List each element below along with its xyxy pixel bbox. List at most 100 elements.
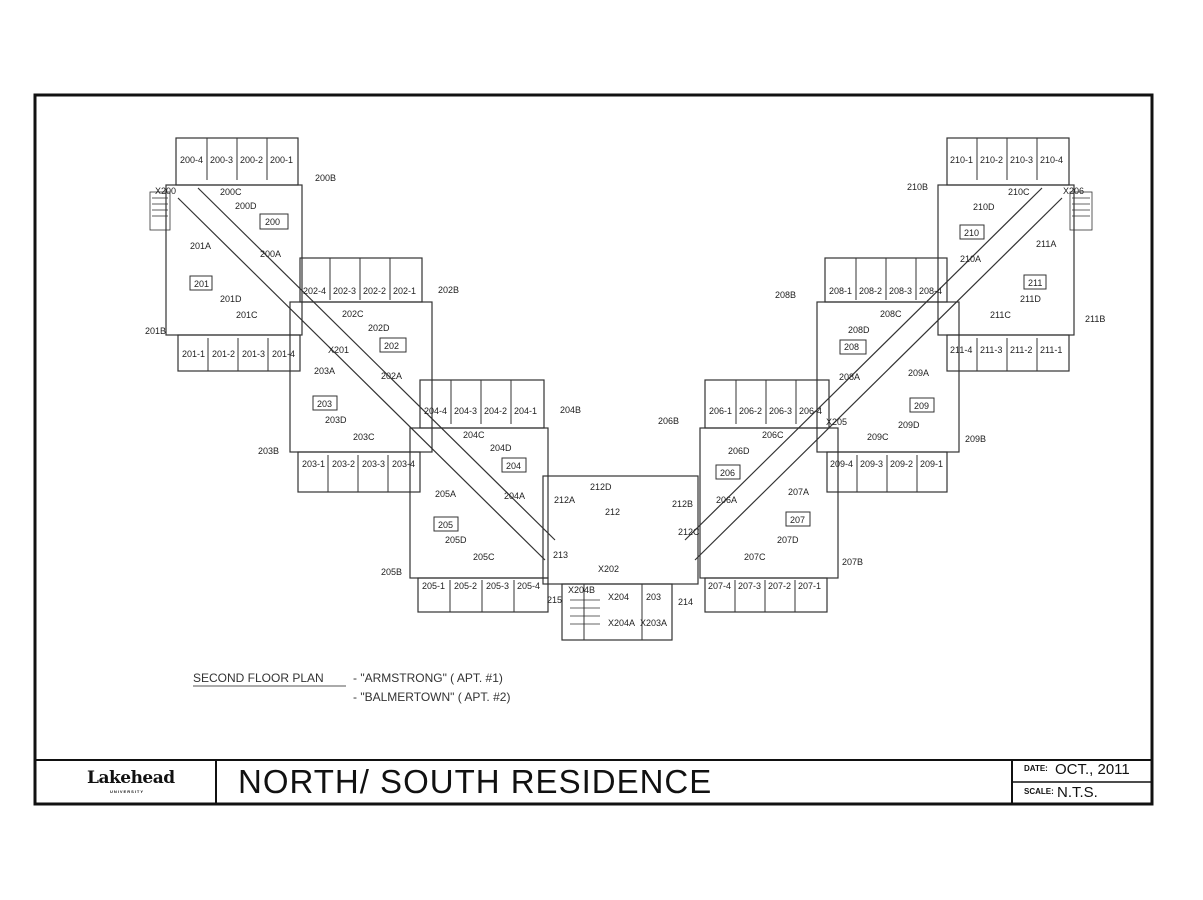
block-206 [704, 379, 830, 429]
label-204-1: 204-1 [514, 406, 537, 416]
label-210-3: 210-3 [1010, 155, 1033, 165]
label-207B: 207B [842, 557, 863, 567]
label-202-3: 202-3 [333, 286, 356, 296]
label-206-2: 206-2 [739, 406, 762, 416]
label-201B: 201B [145, 326, 166, 336]
label-200: 200 [265, 217, 280, 227]
legend-line-1: - "ARMSTRONG" ( APT. #1) [353, 671, 503, 685]
label-201D: 201D [220, 294, 242, 304]
label-211: 211 [1028, 278, 1042, 288]
label-206: 206 [720, 468, 735, 478]
label-209-1: 209-1 [920, 459, 943, 469]
label-203-center: 203 [646, 592, 661, 602]
label-210B: 210B [907, 182, 928, 192]
label-209D: 209D [898, 420, 920, 430]
block-207-units [704, 577, 828, 613]
label-203-2: 203-2 [332, 459, 355, 469]
label-201: 201 [194, 279, 209, 289]
label-212: 212 [605, 507, 620, 517]
label-209C: 209C [867, 432, 889, 442]
label-210-4: 210-4 [1040, 155, 1063, 165]
label-X204A: X204A [608, 618, 635, 628]
label-207A: 207A [788, 487, 809, 497]
label-212C: 212C [678, 527, 700, 537]
label-207C: 207C [744, 552, 766, 562]
stair-center [570, 599, 600, 625]
label-200C: 200C [220, 187, 242, 197]
label-209B: 209B [965, 434, 986, 444]
label-200-2: 200-2 [240, 155, 263, 165]
label-208-2: 208-2 [859, 286, 882, 296]
label-204B: 204B [560, 405, 581, 415]
label-200-4: 200-4 [180, 155, 203, 165]
label-203A: 203A [314, 366, 335, 376]
label-202-2: 202-2 [363, 286, 386, 296]
block-202-203 [289, 301, 433, 453]
label-201-3: 201-3 [242, 349, 265, 359]
stair-right [1069, 191, 1093, 231]
label-202A: 202A [381, 371, 402, 381]
label-X204: X204 [608, 592, 629, 602]
label-204A: 204A [504, 491, 525, 501]
label-205-4: 205-4 [517, 581, 540, 591]
label-206-3: 206-3 [769, 406, 792, 416]
label-205-1: 205-1 [422, 581, 445, 591]
label-209: 209 [914, 401, 929, 411]
label-215: 215 [547, 595, 562, 605]
label-X200: X200 [155, 186, 176, 196]
label-201-4: 201-4 [272, 349, 295, 359]
label-X202: X202 [598, 564, 619, 574]
label-201-1: 201-1 [182, 349, 205, 359]
drawing-title: NORTH/ SOUTH RESIDENCE [238, 763, 713, 800]
label-211C: 211C [990, 310, 1011, 320]
label-200A: 200A [260, 249, 281, 259]
label-205: 205 [438, 520, 453, 530]
date-key: DATE: [1024, 764, 1048, 773]
block-204 [419, 379, 545, 429]
label-206B: 206B [658, 416, 679, 426]
label-X201: X201 [328, 345, 349, 355]
label-211-1: 211-1 [1040, 345, 1062, 355]
block-212 [542, 475, 699, 585]
block-201-units [177, 334, 301, 372]
label-208: 208 [844, 342, 859, 352]
label-212D: 212D [590, 482, 612, 492]
label-211-2: 211-2 [1010, 345, 1032, 355]
label-208-1: 208-1 [829, 286, 852, 296]
label-204: 204 [506, 461, 521, 471]
label-209A: 209A [908, 368, 929, 378]
label-210-2: 210-2 [980, 155, 1003, 165]
legend-line-2: - "BALMERTOWN" ( APT. #2) [353, 690, 511, 704]
label-200-3: 200-3 [210, 155, 233, 165]
label-203D: 203D [325, 415, 347, 425]
label-210D: 210D [973, 202, 995, 212]
block-200-201 [165, 184, 303, 336]
label-213: 213 [553, 550, 568, 560]
label-210C: 210C [1008, 187, 1030, 197]
label-210A: 210A [960, 254, 981, 264]
label-204-3: 204-3 [454, 406, 477, 416]
label-206D: 206D [728, 446, 750, 456]
legend-heading: SECOND FLOOR PLAN [193, 671, 324, 685]
scale-value: N.T.S. [1057, 784, 1098, 801]
floor-plan [149, 137, 1093, 641]
label-203-1: 203-1 [302, 459, 325, 469]
unit-dividers [206, 138, 1038, 640]
label-211A: 211A [1036, 239, 1056, 249]
label-205-2: 205-2 [454, 581, 477, 591]
label-205B: 205B [381, 567, 402, 577]
label-206A: 206A [716, 495, 737, 505]
label-210: 210 [964, 228, 979, 238]
label-206C: 206C [762, 430, 784, 440]
label-200-1: 200-1 [270, 155, 293, 165]
label-211-3: 211-3 [980, 345, 1002, 355]
university-logo: Lakehead [87, 768, 175, 788]
block-203-units [297, 451, 421, 493]
label-201C: 201C [236, 310, 258, 320]
label-203-4: 203-4 [392, 459, 415, 469]
label-209-2: 209-2 [890, 459, 913, 469]
date-value: OCT., 2011 [1055, 761, 1130, 778]
label-206-4: 206-4 [799, 406, 822, 416]
label-200D: 200D [235, 201, 257, 211]
